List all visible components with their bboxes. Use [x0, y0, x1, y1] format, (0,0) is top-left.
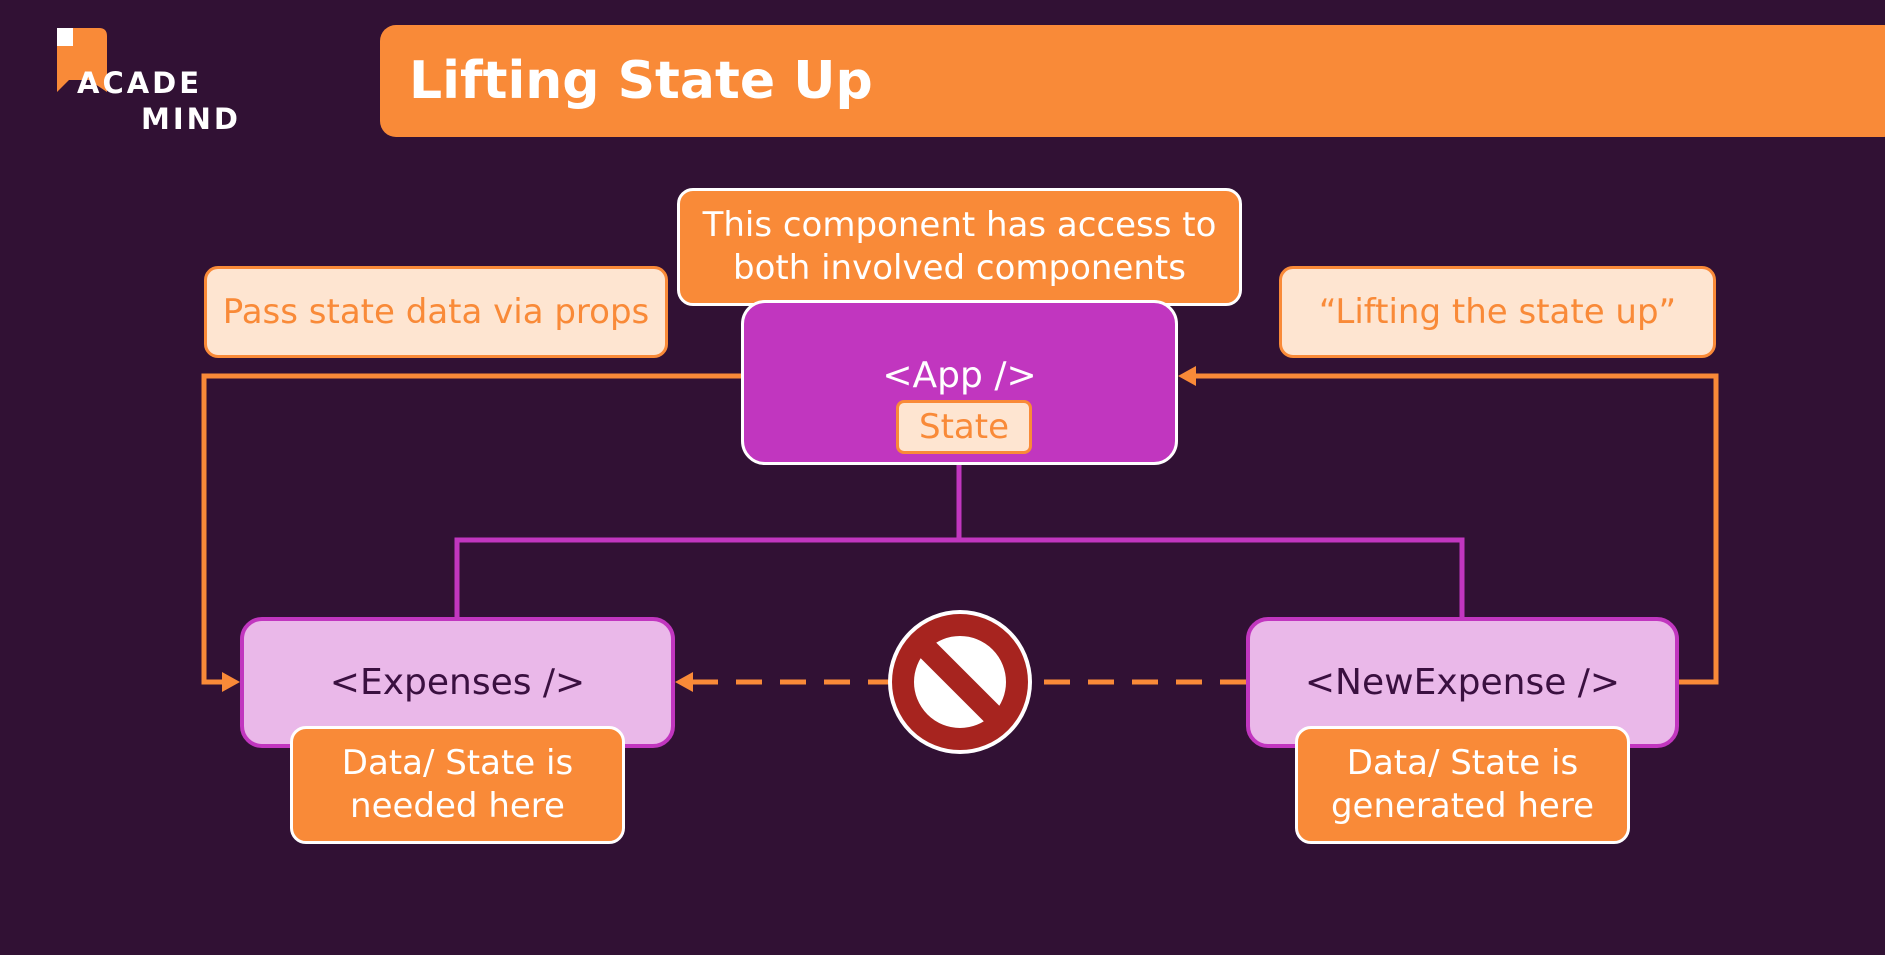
needed-here-callout: Data/ State is needed here: [290, 726, 625, 844]
lifting-callout: “Lifting the state up”: [1279, 266, 1716, 358]
title-banner: Lifting State Up: [380, 25, 1885, 137]
app-component: <App /> State: [741, 300, 1178, 465]
access-callout: This component has access to both involv…: [677, 188, 1242, 306]
logo-text-line2: MIND: [141, 102, 241, 136]
app-component-label: <App />: [882, 355, 1037, 396]
component-tree-lines: [454, 465, 1465, 617]
generated-here-callout: Data/ State is generated here: [1295, 726, 1630, 844]
forbidden-icon: [888, 610, 1032, 754]
academind-logo: ACADE MIND: [55, 22, 245, 136]
logo-mark: [57, 28, 107, 92]
logo-text-line1: ACADE: [77, 66, 203, 100]
pass-props-callout: Pass state data via props: [204, 266, 668, 358]
state-badge: State: [896, 400, 1032, 454]
pass-props-arrow: [201, 373, 741, 692]
slide-title: Lifting State Up: [409, 51, 873, 111]
lift-state-arrow: [1178, 366, 1719, 685]
